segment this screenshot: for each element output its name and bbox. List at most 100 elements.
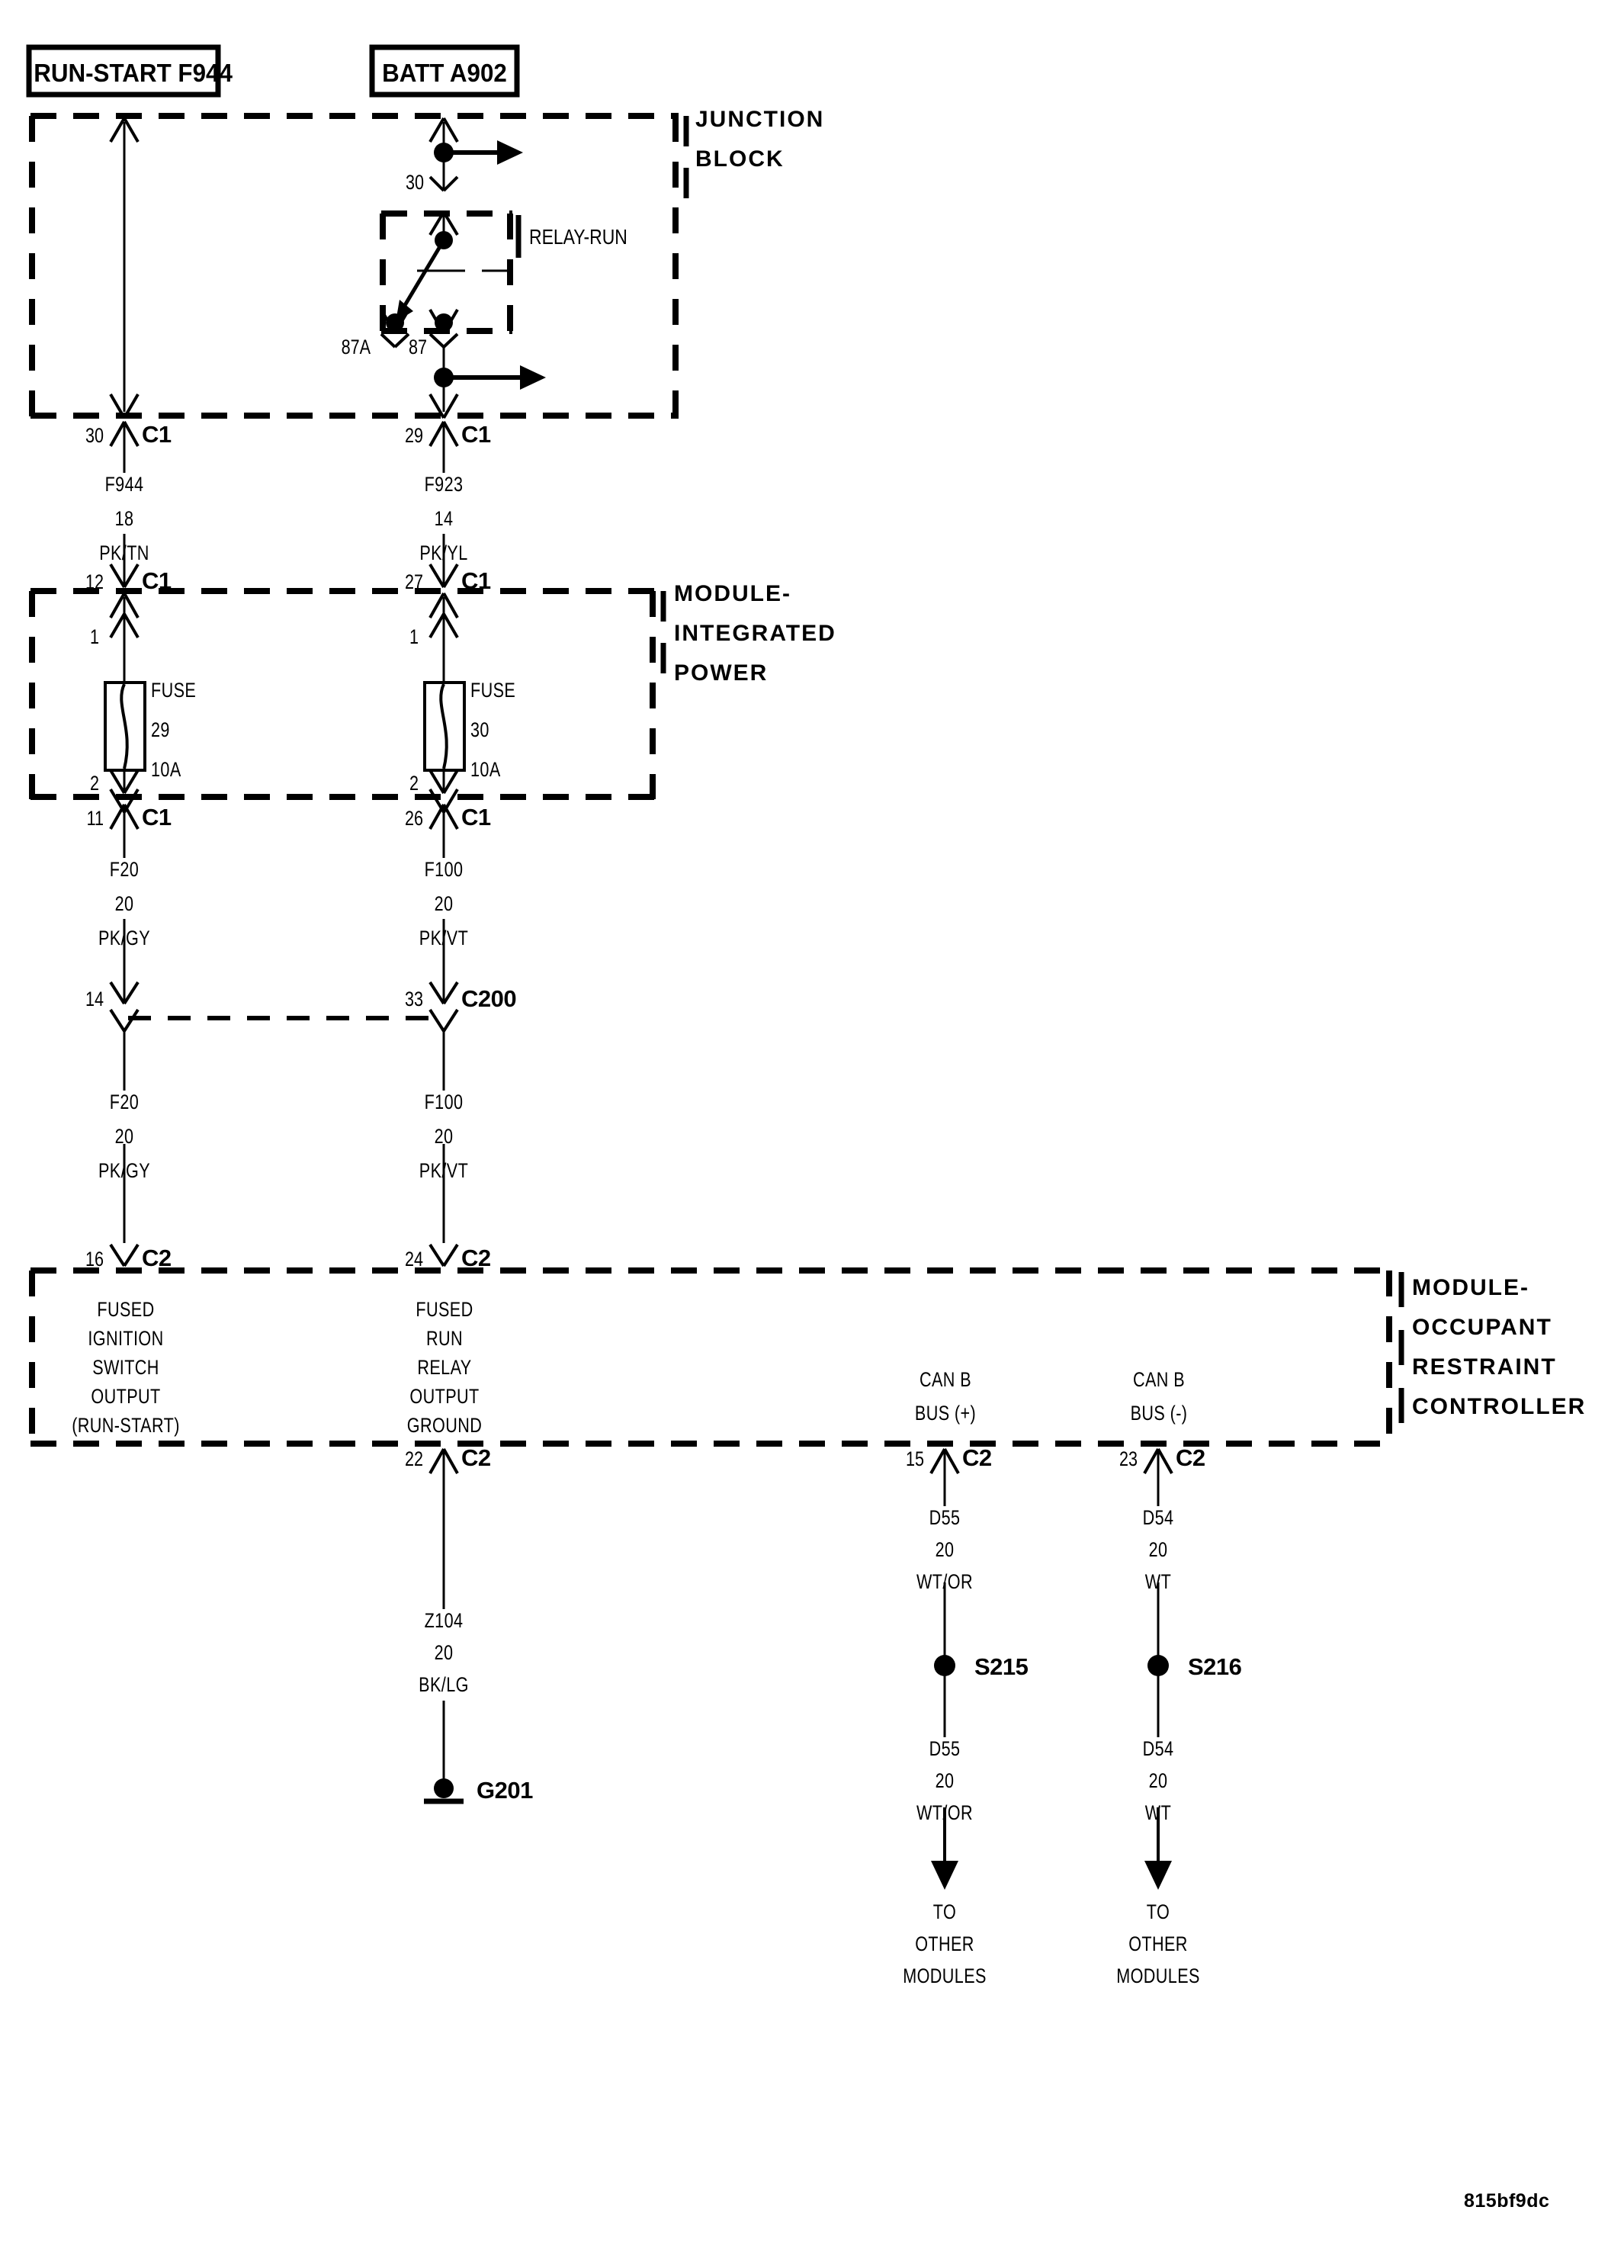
- wire-f20-lower-color: PK/GY: [98, 1159, 151, 1182]
- wire-f20-upper-color: PK/GY: [98, 927, 151, 949]
- d54-dest-arrowhead: [1144, 1861, 1172, 1890]
- jb-left-down-arrow: [109, 393, 140, 419]
- wire-f100-lower-color: PK/VT: [419, 1159, 469, 1182]
- c200-14-pin: 14: [85, 988, 104, 1010]
- fn-24-line3: RELAY: [417, 1356, 472, 1379]
- wire-d55-lower-gauge: 20: [935, 1769, 955, 1792]
- fuse-30-pin-bottom: 2: [409, 772, 419, 795]
- wire-f944-circuit: F944: [104, 473, 144, 496]
- relay-87-arrow: [428, 308, 459, 335]
- mip-label-line3: POWER: [674, 660, 769, 686]
- dest-left-line3: MODULES: [903, 1964, 987, 1987]
- fn-24-line4: OUTPUT: [409, 1385, 480, 1408]
- footer-code: 815bf9dc: [1464, 2190, 1550, 2212]
- fn-16-line4: OUTPUT: [91, 1385, 161, 1408]
- ground-g201-label: G201: [477, 1777, 533, 1804]
- dest-left-line2: OTHER: [915, 1932, 974, 1955]
- batt-box-outline: [369, 44, 520, 98]
- relay-run-label: RELAY-RUN: [529, 225, 627, 249]
- conn-27-c1-id: C1: [461, 567, 491, 594]
- conn-30-c1-pin: 30: [85, 424, 104, 447]
- wire-d55-upper-circuit: D55: [929, 1506, 961, 1529]
- fn-15-line1: CAN B: [919, 1368, 972, 1391]
- conn-15-c2-pin: 15: [905, 1447, 924, 1470]
- conn-12-c1-pin: 12: [85, 570, 104, 593]
- wire-f100-upper-gauge: 20: [434, 892, 454, 915]
- terminal-87a-fork: [380, 332, 410, 349]
- wire-f944-color: PK/TN: [99, 541, 149, 564]
- batt-up-arrow: [428, 117, 459, 143]
- relay-common-arrow: [428, 210, 459, 236]
- junction-block-label-line1: JUNCTION: [695, 107, 825, 132]
- conn-29-c1-pin: 29: [404, 424, 423, 447]
- mip-right-in-arrow: [428, 593, 459, 618]
- wire-d55-lower-circuit: D55: [929, 1737, 961, 1760]
- fuse-29-pin-top: 1: [89, 625, 99, 648]
- wire-z104-color: BK/LG: [419, 1673, 469, 1696]
- wire-d54-upper-circuit: D54: [1142, 1506, 1174, 1529]
- conn-15-c2-id: C2: [962, 1444, 992, 1471]
- splice-s216-label: S216: [1188, 1653, 1242, 1680]
- terminal-30-fork: [428, 175, 459, 192]
- conn-30-c1-fork: [109, 421, 140, 447]
- conn-12-c1-id: C1: [142, 567, 172, 594]
- conn-23-c2-id: C2: [1176, 1444, 1205, 1471]
- batt-node-dot: [434, 143, 454, 162]
- mip-right-pin1-arrow: [428, 612, 459, 639]
- dest-left-line1: TO: [932, 1900, 957, 1923]
- mip-left-pin1-arrow: [109, 612, 140, 639]
- fn-16-line5: (RUN-START): [72, 1414, 180, 1437]
- c200-right-fork-lower: [428, 1008, 459, 1033]
- wire-d55-upper-color: WT/OR: [916, 1570, 973, 1593]
- relay-terminal-30-label: 30: [405, 171, 424, 194]
- conn-26-c1-pin: 26: [404, 807, 423, 830]
- dest-right-line3: MODULES: [1116, 1964, 1200, 1987]
- conn-11-c1-pin: 11: [86, 807, 104, 830]
- conn-11-c1-id: C1: [142, 804, 172, 830]
- conn-22-c2-pin: 22: [404, 1447, 423, 1470]
- relay-common-dot: [435, 231, 453, 249]
- wire-f923-color: PK/YL: [419, 541, 468, 564]
- orc-label-line2: OCCUPANT: [1412, 1315, 1552, 1340]
- splice-s215-dot: [934, 1655, 955, 1676]
- wire-d55-upper-gauge: 20: [935, 1538, 955, 1561]
- batt-box-label: BATT A902: [382, 59, 507, 87]
- conn-11-c1-fork: [109, 804, 140, 830]
- fuse-29-rating: 10A: [151, 758, 181, 781]
- conn-24-c2-pin: 24: [404, 1248, 423, 1271]
- conn-30-c1-id: C1: [142, 421, 172, 448]
- fuse-30-element: [439, 683, 448, 769]
- fn-15-line2: BUS (+): [914, 1402, 977, 1425]
- wire-z104-gauge: 20: [434, 1641, 454, 1664]
- conn-26-c1-fork: [428, 804, 459, 830]
- wire-f20-upper-circuit: F20: [109, 858, 140, 881]
- wire-d55-lower-color: WT/OR: [916, 1801, 973, 1824]
- mip-left-in-arrow: [109, 593, 140, 618]
- orc-label-line3: RESTRAINT: [1412, 1354, 1557, 1380]
- orc-label-line4: CONTROLLER: [1412, 1394, 1587, 1419]
- conn-23-c2-pin: 23: [1119, 1447, 1138, 1470]
- d55-dest-arrowhead: [931, 1861, 958, 1890]
- conn-29-c1-fork: [428, 421, 459, 447]
- conn-12-c1-fork: [109, 563, 140, 589]
- wire-f20-lower-gauge: 20: [114, 1125, 134, 1148]
- junction-block-label-line2: BLOCK: [695, 146, 785, 172]
- conn-16-c2-id: C2: [142, 1245, 172, 1271]
- conn-22-c2-id: C2: [461, 1444, 491, 1471]
- fuse-29-number: 29: [151, 718, 170, 741]
- fn-23-line1: CAN B: [1132, 1368, 1186, 1391]
- c200-33-pin: 33: [404, 988, 423, 1010]
- conn-22-c2-fork: [428, 1448, 459, 1474]
- relay-output-branch-arrowhead: [520, 365, 546, 390]
- terminal-87-fork: [428, 332, 459, 349]
- wire-f100-upper-circuit: F100: [424, 858, 464, 881]
- mip-right-pin2-arrow: [428, 769, 459, 795]
- fn-23-line2: BUS (-): [1130, 1402, 1188, 1425]
- orc-24-fork: [428, 1243, 459, 1267]
- wire-f944-gauge: 18: [114, 507, 134, 530]
- conn-29-c1-id: C1: [461, 421, 491, 448]
- fn-16-line3: SWITCH: [92, 1356, 159, 1379]
- c200-33-id: C200: [461, 985, 517, 1012]
- fn-16-line1: FUSED: [97, 1298, 155, 1321]
